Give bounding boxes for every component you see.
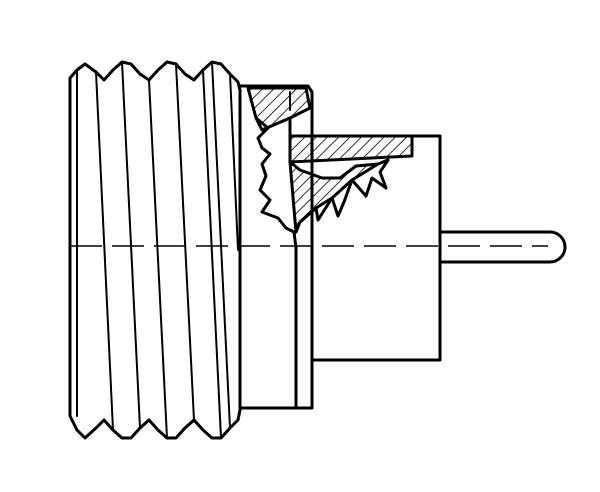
- section-sleeve: [288, 134, 414, 164]
- threaded-coupling-nut: [68, 60, 242, 440]
- sectioned-crimp-ferrule: [246, 86, 414, 250]
- pin-outline: [438, 230, 567, 264]
- section-wedge: [288, 160, 380, 234]
- body-outline: [238, 84, 314, 410]
- section-upper: [246, 86, 312, 132]
- center-pin: [438, 230, 567, 264]
- break-line-right: [294, 158, 390, 234]
- thread-lines: [76, 61, 239, 439]
- rear-housing: [310, 134, 442, 362]
- break-line-left: [254, 116, 298, 250]
- nut-outline: [68, 60, 242, 440]
- connector-body: [238, 84, 314, 410]
- housing-outline: [310, 134, 442, 362]
